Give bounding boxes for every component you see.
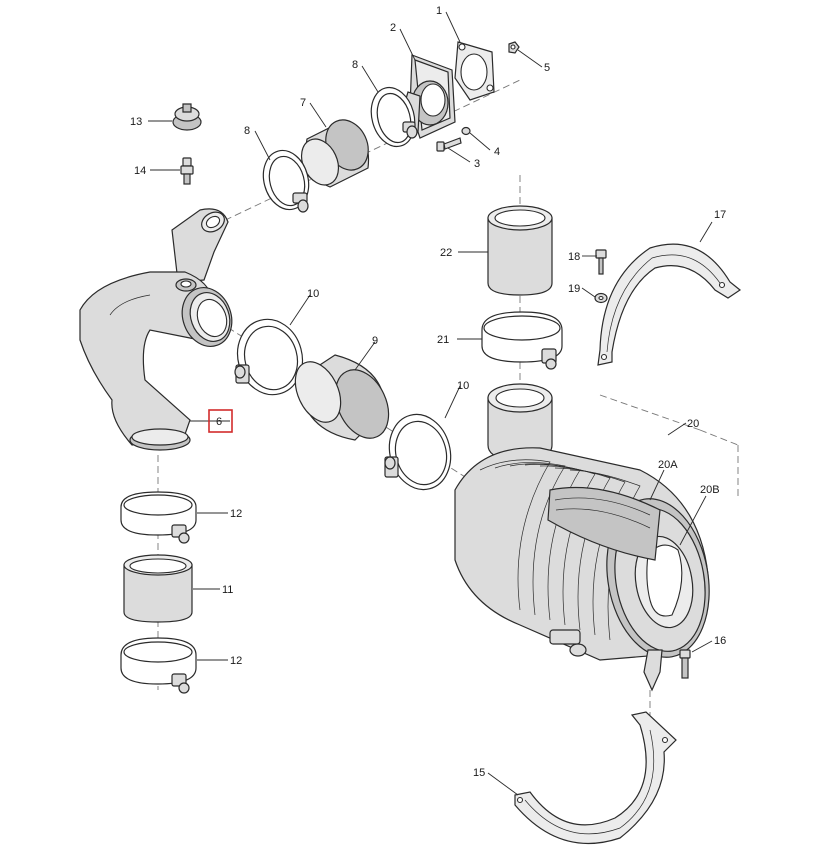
part-18-bolt[interactable] <box>595 249 607 275</box>
part-19-washer[interactable] <box>594 292 608 304</box>
callout-labels: 1 2 3 4 5 6 7 8 8 9 10 10 11 12 12 13 14… <box>130 5 726 779</box>
callout-9[interactable]: 9 <box>372 335 378 347</box>
part-20-air-filter[interactable] <box>454 383 721 692</box>
part-1-gasket[interactable] <box>454 41 495 101</box>
callout-10-left[interactable]: 10 <box>307 288 319 300</box>
callout-12-upper[interactable]: 12 <box>230 508 242 520</box>
callout-14[interactable]: 14 <box>134 165 146 177</box>
part-9-hose[interactable] <box>286 354 399 447</box>
part-12-clamp-upper[interactable] <box>120 491 197 544</box>
part-5-nut[interactable] <box>508 41 520 54</box>
callout-3[interactable]: 3 <box>474 158 480 170</box>
callout-21[interactable]: 21 <box>437 334 449 346</box>
callout-20[interactable]: 20 <box>687 418 699 430</box>
callout-8-left[interactable]: 8 <box>244 125 250 137</box>
callout-11[interactable]: 11 <box>222 584 233 596</box>
part-8-clamp-upper[interactable] <box>365 83 421 152</box>
callout-13[interactable]: 13 <box>130 116 142 128</box>
callout-7[interactable]: 7 <box>300 97 306 109</box>
callout-2[interactable]: 2 <box>390 22 396 34</box>
callout-5[interactable]: 5 <box>544 62 550 74</box>
part-7-hose[interactable] <box>294 113 376 191</box>
part-14-fitting[interactable] <box>180 157 194 185</box>
part-22-hose[interactable] <box>487 205 553 296</box>
callout-6[interactable]: 6 <box>216 416 222 428</box>
part-15-bracket-lower[interactable] <box>514 711 677 845</box>
callout-20b[interactable]: 20B <box>700 484 720 496</box>
callout-19[interactable]: 19 <box>568 283 580 295</box>
part-12-clamp-lower[interactable] <box>120 637 197 694</box>
part-3-bolt[interactable] <box>436 137 462 152</box>
callout-20a[interactable]: 20A <box>658 459 678 471</box>
callout-18[interactable]: 18 <box>568 251 580 263</box>
leader-lines <box>148 11 713 796</box>
highlight-box-callout-6 <box>208 409 233 433</box>
part-17-bracket-upper[interactable] <box>597 243 742 366</box>
callout-22[interactable]: 22 <box>440 247 452 259</box>
callout-15[interactable]: 15 <box>473 767 485 779</box>
part-8-clamp-left[interactable] <box>257 145 315 214</box>
callout-10-right[interactable]: 10 <box>457 380 469 392</box>
part-6-elbow-pipe[interactable] <box>79 208 240 451</box>
part-4-washer[interactable] <box>461 126 471 136</box>
part-21-clamp[interactable] <box>481 311 563 370</box>
part-10-clamp-right[interactable] <box>381 408 459 497</box>
callout-16[interactable]: 16 <box>714 635 726 647</box>
part-10-clamp-left[interactable] <box>229 312 310 402</box>
callout-12-lower[interactable]: 12 <box>230 655 242 667</box>
callout-17[interactable]: 17 <box>714 209 726 221</box>
part-16-bolt[interactable] <box>679 649 691 679</box>
callout-8-upper[interactable]: 8 <box>352 59 358 71</box>
callout-1[interactable]: 1 <box>436 5 442 17</box>
part-13-cap[interactable] <box>172 103 202 131</box>
callout-4[interactable]: 4 <box>494 146 500 158</box>
part-11-hose[interactable] <box>123 554 193 623</box>
